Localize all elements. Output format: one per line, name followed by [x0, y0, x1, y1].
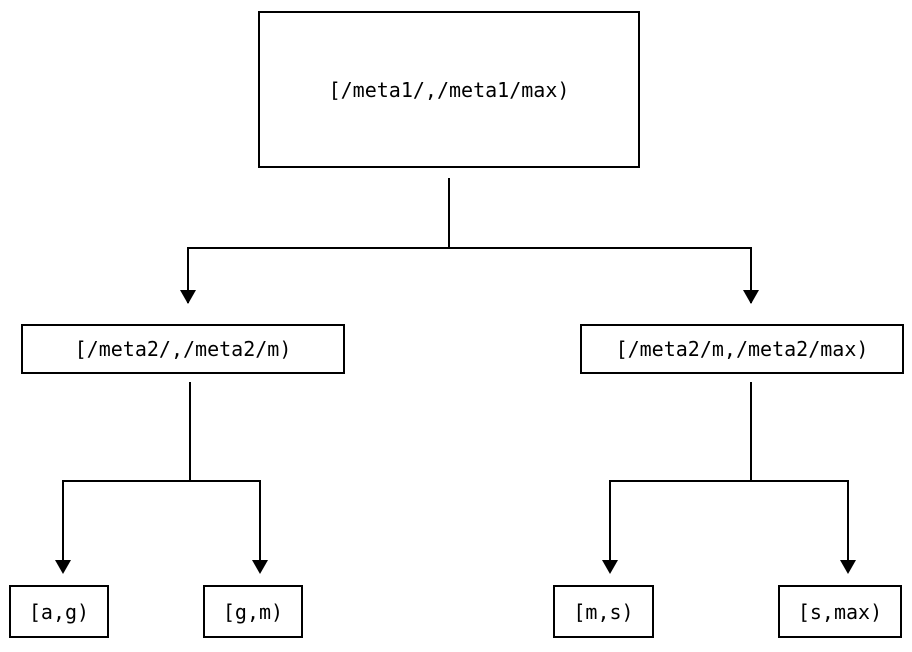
node-leaf-3-label: [m,s): [573, 599, 634, 624]
edge-mid-right-to-leaf-4: [847, 480, 849, 562]
edge-right-subtree-bar: [609, 480, 848, 482]
node-leaf-2-label: [g,m): [222, 599, 284, 624]
edge-mid-left-to-leaf-2: [259, 480, 261, 562]
arrowhead-mid-left-to-leaf-1: [55, 560, 71, 574]
edge-mid-left-stem: [189, 382, 191, 481]
arrowhead-mid-right-to-leaf-3: [602, 560, 618, 574]
node-root-label: [/meta1/,/meta1/max): [328, 77, 570, 102]
node-leaf-4-label: [s,max): [797, 599, 883, 624]
node-leaf-2[interactable]: [g,m): [203, 585, 303, 638]
edge-root-to-mid-right: [750, 247, 752, 303]
node-mid-right-label: [/meta2/m,/meta2/max): [615, 337, 869, 361]
edge-root-to-mid-left: [187, 247, 189, 303]
node-leaf-3[interactable]: [m,s): [553, 585, 654, 638]
arrowhead-root-to-mid-left: [180, 290, 196, 304]
edge-level1-bar: [187, 247, 752, 249]
edge-mid-right-to-leaf-3: [609, 480, 611, 562]
node-leaf-1[interactable]: [a,g): [9, 585, 109, 638]
arrowhead-mid-left-to-leaf-2: [252, 560, 268, 574]
edge-mid-left-to-leaf-1: [62, 480, 64, 562]
arrowhead-root-to-mid-right: [743, 290, 759, 304]
node-leaf-4[interactable]: [s,max): [778, 585, 902, 638]
edge-left-subtree-bar: [62, 480, 261, 482]
edge-root-stem: [448, 178, 450, 249]
node-leaf-1-label: [a,g): [28, 599, 90, 624]
node-root[interactable]: [/meta1/,/meta1/max): [258, 11, 640, 168]
arrowhead-mid-right-to-leaf-4: [840, 560, 856, 574]
node-mid-left-label: [/meta2/,/meta2/m): [74, 337, 292, 361]
node-mid-left[interactable]: [/meta2/,/meta2/m): [21, 324, 345, 374]
node-mid-right[interactable]: [/meta2/m,/meta2/max): [580, 324, 904, 374]
edge-mid-right-stem: [750, 382, 752, 481]
